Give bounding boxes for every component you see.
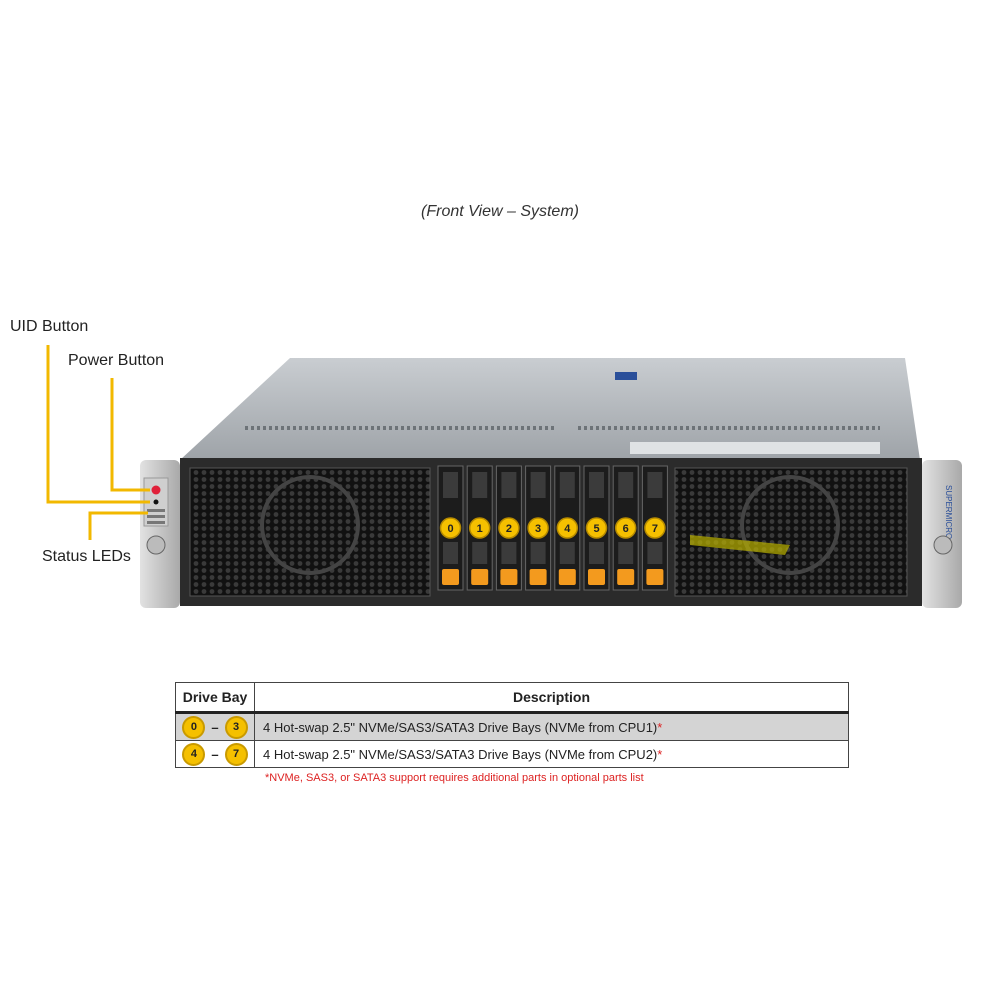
drive-bay-badge	[644, 517, 666, 539]
drive-vent	[647, 472, 663, 498]
table-footnote: *NVMe, SAS3, or SATA3 support requires a…	[265, 772, 644, 784]
figure-caption: (Front View – System)	[421, 203, 579, 220]
drive-vent	[472, 472, 488, 498]
drive-bay-badge	[527, 517, 549, 539]
drive-vent	[501, 542, 517, 564]
drive-vent	[559, 472, 575, 498]
drive-bay-1[interactable]: 1	[466, 465, 493, 591]
right-rack-ear	[922, 460, 962, 608]
drive-release-tab	[471, 569, 489, 585]
drive-bay-number: 2	[506, 523, 512, 535]
drive-vent	[589, 542, 604, 564]
footnote-marker: *	[657, 719, 663, 735]
drive-bay-badge	[556, 517, 579, 539]
bay-badge: 3	[224, 715, 248, 739]
header-drive-bay: Drive Bay	[175, 682, 255, 714]
drive-bay-2[interactable]: 2	[495, 465, 522, 591]
header-description: Description	[254, 682, 849, 714]
drive-bay-number: 3	[535, 523, 541, 535]
drive-bay-6[interactable]: 6	[612, 465, 639, 591]
drive-bay-badge	[585, 517, 608, 539]
drive-release-tab	[442, 569, 459, 585]
drive-vent	[618, 542, 634, 564]
drive-release-tab	[529, 569, 547, 585]
power-button-callout: Power Button	[68, 352, 165, 369]
uid-button-callout: UID Button	[10, 318, 89, 335]
drive-vent	[530, 542, 546, 564]
drive-vent	[443, 542, 458, 564]
drive-bay-badge	[439, 517, 462, 539]
range-dash: –	[211, 746, 219, 762]
brand-logo: SUPERMICRO	[944, 485, 953, 539]
drive-vent	[472, 542, 488, 564]
uid-button[interactable]	[153, 499, 159, 505]
right-thumbscrew	[933, 535, 953, 555]
drive-release-tab	[617, 569, 635, 585]
drive-release-tab	[500, 569, 518, 585]
description-text: 4 Hot-swap 2.5" NVMe/SAS3/SATA3 Drive Ba…	[263, 746, 658, 762]
drive-bay-3[interactable]: 3	[525, 465, 552, 591]
drive-bay-number: 4	[564, 523, 571, 535]
right-fan-grille	[674, 467, 908, 597]
drive-bay-number: 1	[477, 523, 483, 535]
drive-vent	[443, 472, 458, 498]
table-row: 4–7 4 Hot-swap 2.5" NVMe/SAS3/SATA3 Driv…	[175, 740, 849, 768]
drive-bay-number: 6	[623, 523, 629, 535]
drive-vent	[559, 542, 575, 564]
left-fan-grille	[189, 467, 431, 597]
drive-bay-number: 7	[652, 523, 658, 535]
drive-bay-badge	[614, 517, 637, 539]
bay-badge: 7	[224, 742, 248, 766]
bay-range: 0–3	[175, 712, 255, 741]
description-text: 4 Hot-swap 2.5" NVMe/SAS3/SATA3 Drive Ba…	[263, 719, 658, 735]
drive-bay-0[interactable]: 0	[437, 465, 464, 591]
drive-release-tab	[588, 569, 605, 585]
status-leds-callout: Status LEDs	[42, 548, 131, 565]
drive-vent	[589, 472, 604, 498]
chassis-top-cover	[180, 358, 920, 460]
server-front-view: 0 1 2 3 4 5 6 7 SUPERMICRO	[46, 345, 962, 608]
bay-badge: 0	[182, 715, 206, 739]
drive-bay-7[interactable]: 7	[641, 465, 668, 591]
drive-vent	[530, 472, 546, 498]
table-header: Drive Bay Description	[175, 682, 849, 714]
drive-bay-badge	[498, 517, 520, 539]
callout-lines	[46, 345, 150, 540]
drive-bay-number: 0	[447, 523, 453, 535]
drive-vent	[647, 542, 663, 564]
status-leds	[147, 509, 165, 524]
drive-bay-number: 5	[593, 523, 599, 535]
bay-badge: 4	[182, 742, 206, 766]
footnote-marker: *	[657, 746, 663, 762]
power-button[interactable]	[151, 485, 161, 495]
bay-description: 4 Hot-swap 2.5" NVMe/SAS3/SATA3 Drive Ba…	[254, 712, 849, 741]
left-thumbscrew	[146, 535, 166, 555]
drive-bay-4[interactable]: 4	[554, 465, 581, 591]
drive-bay-badge	[468, 517, 491, 539]
bay-range: 4–7	[175, 740, 255, 768]
range-dash: –	[211, 719, 219, 735]
drive-bay-table: Drive Bay Description 0–3 4 Hot-swap 2.5…	[175, 682, 849, 768]
drive-vent	[618, 472, 634, 498]
drive-vent	[501, 472, 517, 498]
drive-release-tab	[558, 569, 576, 585]
top-cover-label	[615, 372, 637, 380]
drive-bay-5[interactable]: 5	[583, 465, 610, 591]
drive-release-tab	[646, 569, 664, 585]
table-row: 0–3 4 Hot-swap 2.5" NVMe/SAS3/SATA3 Driv…	[175, 712, 849, 741]
bay-description: 4 Hot-swap 2.5" NVMe/SAS3/SATA3 Drive Ba…	[254, 740, 849, 768]
